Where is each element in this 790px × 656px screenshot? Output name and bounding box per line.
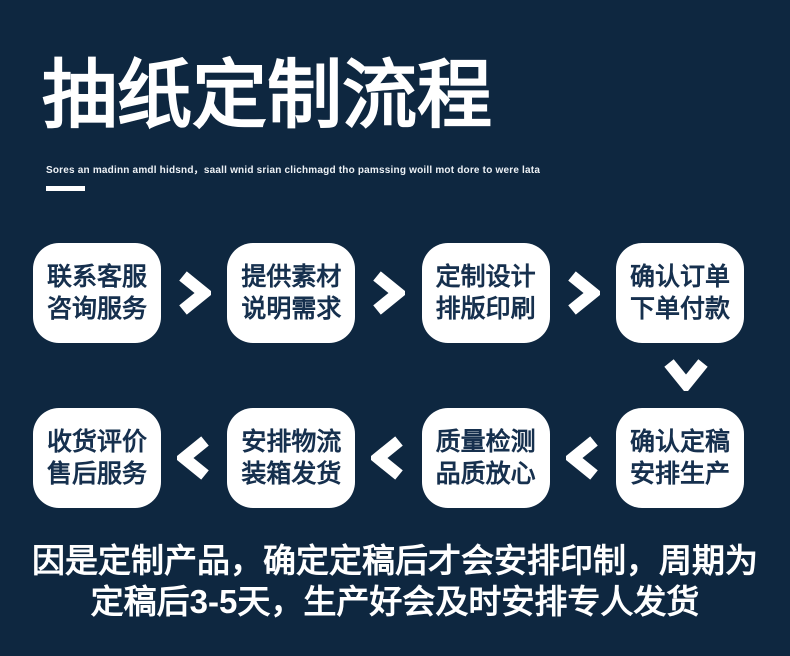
step-label-line2: 安排生产	[629, 460, 730, 488]
footer-note-line2: 定稿后3-5天，生产好会及时安排专人发货	[90, 582, 700, 620]
step-logistics-shipping: 安排物流 装箱发货	[227, 408, 356, 508]
step-label-line2: 排版印刷	[435, 295, 536, 323]
arrow-left-icon	[161, 436, 227, 480]
step-label-line1: 确认订单	[629, 262, 730, 291]
step-contact-service: 联系客服 咨询服务	[33, 243, 161, 343]
footer-note-line1: 因是定制产品，确定定稿后才会安排印制，周期为	[32, 542, 758, 579]
flow-row-1: 联系客服 咨询服务 提供素材 说明需求 定制设计 排版印刷 确认订单	[33, 243, 744, 343]
step-confirm-order: 确认订单 下单付款	[615, 243, 744, 343]
step-label-line2: 说明需求	[241, 295, 342, 323]
step-provide-materials: 提供素材 说明需求	[227, 243, 356, 343]
page-subtitle: Sores an madinn amdl hidsnd，saall wnid s…	[46, 165, 541, 176]
page-title: 抽纸定制流程	[42, 53, 493, 137]
arrow-right-icon	[550, 271, 616, 315]
flow-row-2: 收货评价 售后服务 安排物流 装箱发货 质量检测 品质放心 确认定稿	[33, 408, 744, 508]
title-underline-dash	[46, 186, 85, 191]
step-label-line1: 联系客服	[46, 262, 147, 291]
step-quality-inspection: 质量检测 品质放心	[421, 408, 550, 508]
flow-connector-zone	[33, 343, 744, 408]
step-label-line2: 装箱发货	[241, 460, 342, 488]
step-label-line1: 质量检测	[435, 427, 536, 456]
arrow-right-icon	[161, 271, 227, 315]
step-receive-review: 收货评价 售后服务	[33, 408, 161, 508]
step-label-line2: 售后服务	[46, 460, 147, 488]
step-label-line1: 定制设计	[435, 262, 536, 291]
arrow-down-icon	[663, 355, 709, 393]
footer-note: 因是定制产品，确定定稿后才会安排印制，周期为 定稿后3-5天，生产好会及时安排专…	[0, 541, 790, 622]
step-custom-design: 定制设计 排版印刷	[421, 243, 550, 343]
step-label-line1: 安排物流	[241, 427, 342, 456]
arrow-left-icon	[550, 436, 616, 480]
arrow-left-icon	[355, 436, 421, 480]
step-label-line2: 下单付款	[629, 295, 730, 323]
step-label-line1: 提供素材	[241, 262, 342, 291]
arrow-right-icon	[355, 271, 421, 315]
step-label-line2: 品质放心	[435, 460, 536, 488]
step-label-line1: 收货评价	[46, 427, 147, 456]
step-confirm-final-draft: 确认定稿 安排生产	[615, 408, 744, 508]
process-flow: 联系客服 咨询服务 提供素材 说明需求 定制设计 排版印刷 确认订单	[33, 243, 744, 508]
step-label-line1: 确认定稿	[629, 427, 730, 456]
step-label-line2: 咨询服务	[46, 295, 147, 323]
